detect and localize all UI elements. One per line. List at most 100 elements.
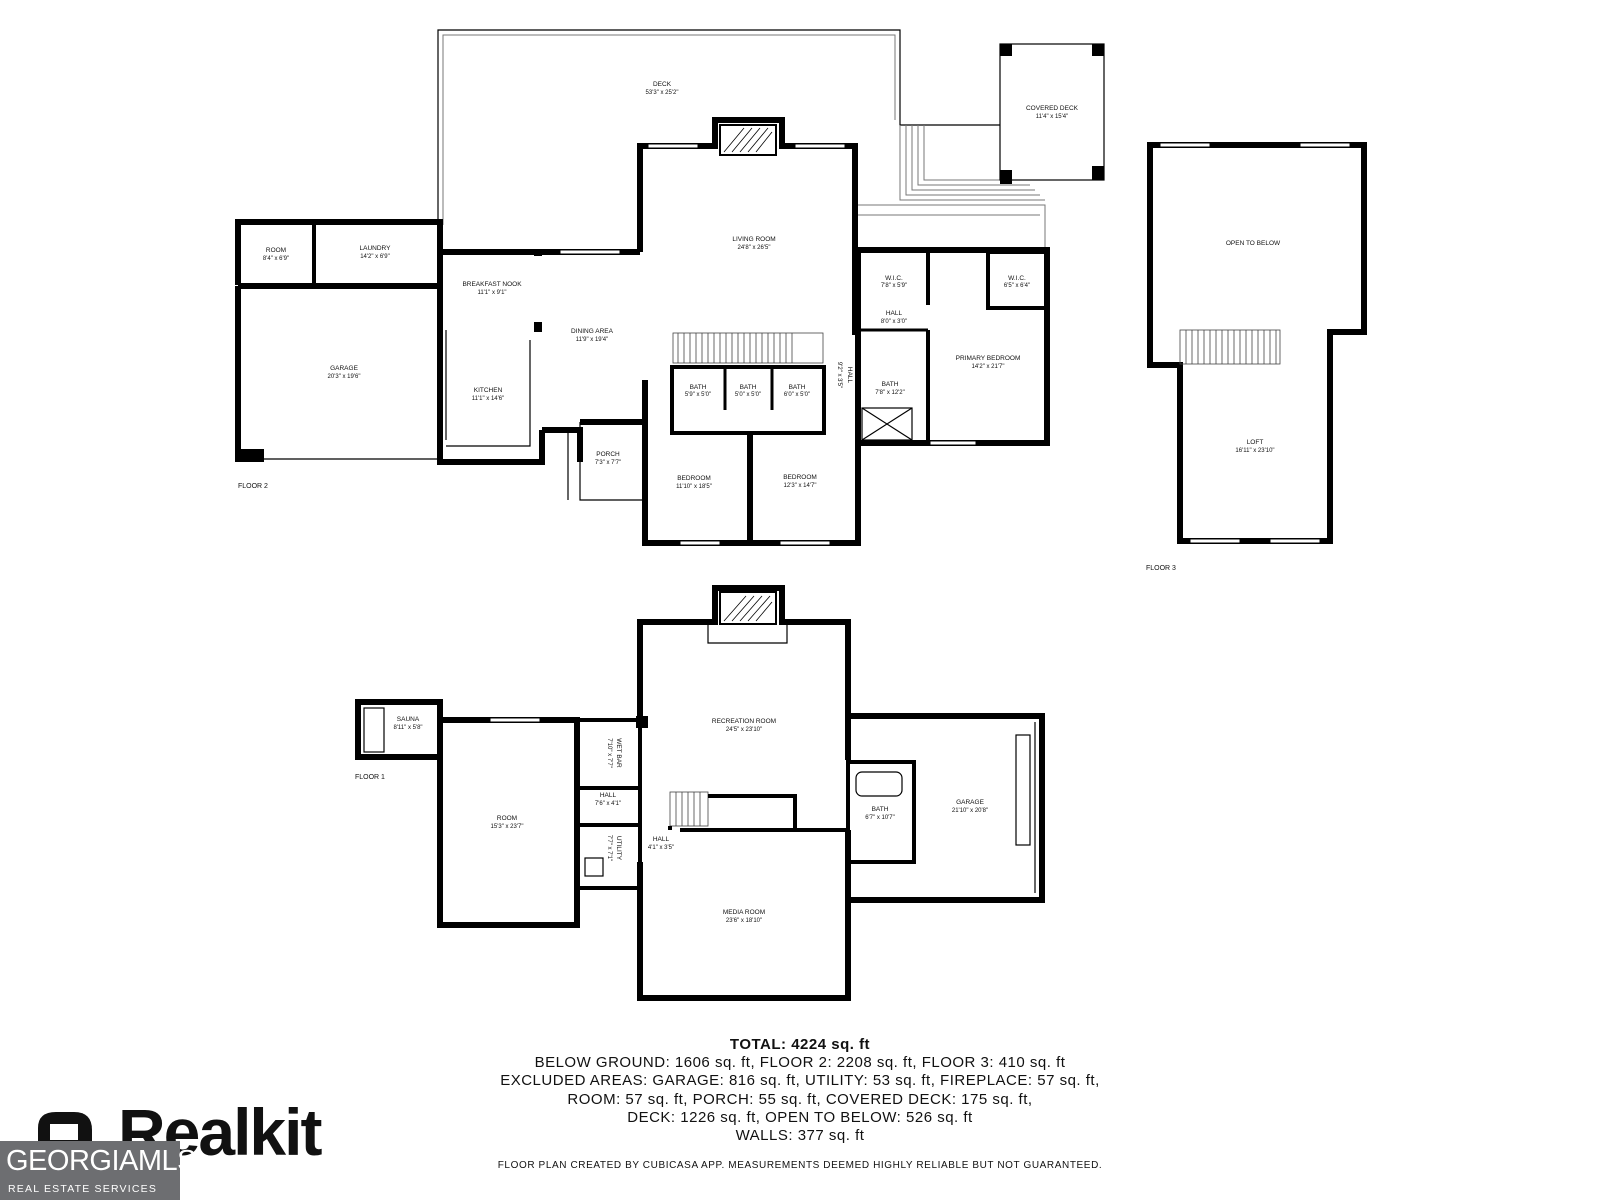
area-summary: TOTAL: 4224 sq. ft BELOW GROUND: 1606 sq… bbox=[400, 1036, 1200, 1145]
label-media-room: MEDIA ROOM bbox=[723, 909, 765, 916]
fireplace-hatch-floor2 bbox=[723, 127, 773, 153]
sauna-bench bbox=[363, 707, 385, 753]
dim-living-room: 24'8" x 26'5" bbox=[738, 245, 771, 251]
label-primary-bedroom: PRIMARY BEDROOM bbox=[956, 355, 1021, 362]
window-living-1 bbox=[647, 143, 699, 149]
label-laundry: LAUNDRY bbox=[360, 245, 392, 252]
utility-box bbox=[584, 857, 604, 877]
dim-sauna: 8'11" x 5'8" bbox=[393, 725, 422, 731]
window-bedroom-2 bbox=[779, 540, 831, 546]
georgia-mls-logo: GEORGIAMLS REAL ESTATE SERVICES bbox=[0, 1141, 197, 1200]
garage-shelf bbox=[1015, 734, 1031, 846]
porch-walls bbox=[542, 419, 645, 462]
label-utility: UTILITY bbox=[615, 836, 622, 861]
window-bedroom-1 bbox=[679, 540, 721, 546]
bathtub bbox=[855, 771, 903, 797]
dim-covered-deck: 11'4" x 15'4" bbox=[1036, 114, 1068, 120]
hearth bbox=[707, 624, 788, 644]
primary-suite-walls bbox=[855, 247, 1050, 446]
label-bedroom-1: BEDROOM bbox=[677, 475, 711, 482]
dim-deck: 53'3" x 25'2" bbox=[646, 90, 679, 96]
garage-corner bbox=[238, 449, 264, 462]
wetbar-walls bbox=[577, 718, 642, 890]
window-f3-3 bbox=[1189, 538, 1241, 544]
deck-steps bbox=[855, 125, 1046, 248]
floor-3-plan: OPEN TO BELOW LOFT 16'11" x 23'10" FLOOR… bbox=[1146, 142, 1367, 572]
dim-breakfast-nook: 11'1" x 9'1" bbox=[477, 290, 506, 296]
floor-3-walls bbox=[1147, 142, 1367, 544]
dim-bath-f1: 6'7" x 10'7" bbox=[865, 815, 895, 821]
label-garage-f1: GARAGE bbox=[956, 799, 984, 806]
room-floor1-walls bbox=[437, 717, 580, 928]
label-room-f2: ROOM bbox=[266, 247, 286, 254]
dim-hall-vertical: 9'2" x 3'5" bbox=[836, 362, 842, 388]
media-room-walls bbox=[637, 830, 851, 1001]
label-loft: LOFT bbox=[1247, 439, 1264, 446]
dim-bath-c: 6'0" x 5'0" bbox=[784, 392, 810, 398]
label-room-f1: ROOM bbox=[497, 815, 517, 822]
label-bath-primary: BATH bbox=[882, 381, 899, 388]
dim-bedroom-2: 12'3" x 14'7" bbox=[784, 483, 817, 489]
label-recreation-room: RECREATION ROOM bbox=[712, 718, 776, 725]
label-hall-f1a: HALL bbox=[600, 792, 617, 799]
dim-laundry: 14'2" x 6'9" bbox=[360, 254, 390, 260]
label-kitchen: KITCHEN bbox=[474, 387, 503, 394]
label-living-room: LIVING ROOM bbox=[732, 236, 775, 243]
label-floor-2: FLOOR 2 bbox=[238, 483, 268, 490]
bath-floor1-walls bbox=[846, 760, 916, 864]
post-4 bbox=[1000, 170, 1012, 184]
dim-dining-area: 11'9" x 19'4" bbox=[576, 337, 608, 343]
post-1 bbox=[1000, 44, 1012, 56]
label-bath-f1: BATH bbox=[872, 806, 889, 813]
deck-outline bbox=[437, 29, 1000, 225]
post-2 bbox=[1092, 44, 1104, 56]
dim-room-f2: 8'4" x 6'9" bbox=[263, 256, 289, 262]
label-floor-1: FLOOR 1 bbox=[355, 774, 385, 781]
stair-enclosure bbox=[668, 794, 846, 832]
window-living-2 bbox=[794, 143, 846, 149]
label-hall-f1b: HALL bbox=[653, 836, 670, 843]
summary-line-2: EXCLUDED AREAS: GARAGE: 816 sq. ft, UTIL… bbox=[500, 1072, 1100, 1090]
stair-floor2 bbox=[672, 332, 824, 364]
dim-media-room: 23'6" x 18'10" bbox=[726, 918, 762, 924]
label-open-to-below: OPEN TO BELOW bbox=[1226, 240, 1281, 247]
recreation-room-walls bbox=[637, 585, 851, 760]
label-wet-bar: WET BAR bbox=[615, 738, 622, 768]
dim-recreation-room: 24'5" x 23'10" bbox=[726, 727, 762, 733]
label-dining-area: DINING AREA bbox=[571, 328, 614, 335]
garage-floor1-walls bbox=[848, 713, 1045, 903]
dim-porch: 7'3" x 7'7" bbox=[595, 460, 621, 466]
dim-hall-f2: 8'0" x 3'0" bbox=[881, 319, 907, 325]
label-wic-1: W.I.C. bbox=[885, 275, 903, 282]
dim-garage-f1: 21'10" x 20'8" bbox=[952, 808, 988, 814]
label-wic-2: W.I.C. bbox=[1008, 275, 1026, 282]
label-deck: DECK bbox=[653, 81, 672, 88]
stair-floor1 bbox=[669, 791, 709, 827]
dim-primary-bedroom: 14'2" x 21'7" bbox=[972, 364, 1005, 370]
label-bath-a: BATH bbox=[690, 384, 707, 391]
label-bath-c: BATH bbox=[789, 384, 806, 391]
pillar-top bbox=[534, 250, 542, 256]
shower bbox=[861, 407, 913, 441]
window-primary bbox=[929, 440, 977, 446]
label-porch: PORCH bbox=[596, 451, 620, 458]
wic2-walls bbox=[986, 250, 1048, 310]
dim-bath-b: 5'0" x 5'0" bbox=[735, 392, 761, 398]
label-breakfast-nook: BREAKFAST NOOK bbox=[462, 281, 522, 288]
pillar bbox=[534, 322, 542, 332]
georgia-mls-tagline: REAL ESTATE SERVICES bbox=[8, 1183, 158, 1195]
label-hall-vertical: HALL bbox=[846, 367, 853, 384]
realkit-logo: Realkit bbox=[34, 1095, 354, 1170]
label-sauna: SAUNA bbox=[397, 716, 420, 723]
dim-wic-2: 6'5" x 6'4" bbox=[1004, 283, 1030, 289]
summary-line-3: ROOM: 57 sq. ft, PORCH: 55 sq. ft, COVER… bbox=[567, 1090, 1033, 1108]
label-covered-deck: COVERED DECK bbox=[1026, 105, 1079, 112]
fireplace-floor1 bbox=[719, 591, 777, 625]
bath-block bbox=[670, 365, 826, 435]
dim-wet-bar: 7'10" x 7'7" bbox=[606, 738, 612, 768]
dim-utility: 7'7" x 7'1" bbox=[606, 835, 612, 861]
floor-2-plan: DECK 53'3" x 25'2" COVERED DECK 11'4" x … bbox=[235, 29, 1105, 546]
summary-total: TOTAL: 4224 sq. ft bbox=[729, 1036, 871, 1053]
window-room-f1 bbox=[489, 717, 541, 723]
